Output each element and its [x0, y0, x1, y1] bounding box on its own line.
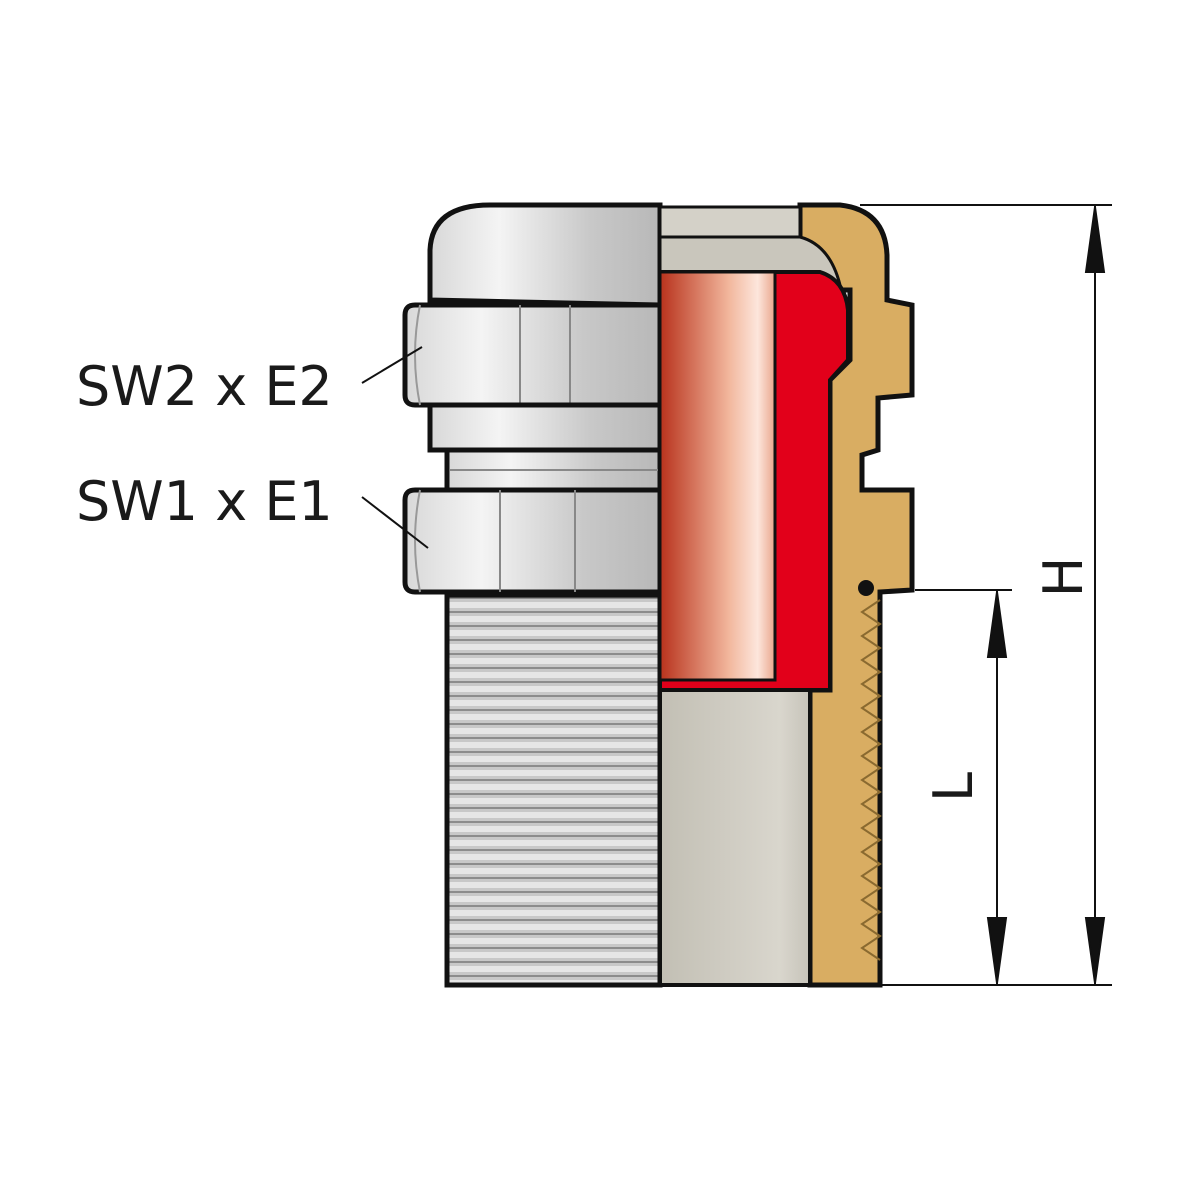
o-ring — [858, 580, 874, 596]
dimension-h-label: H — [1032, 557, 1095, 598]
thread-exterior — [444, 592, 663, 988]
inner-sleeve — [658, 688, 812, 987]
hex-nut-upper — [402, 302, 663, 408]
thread-profile — [860, 599, 882, 961]
leader-sw2 — [361, 346, 423, 384]
gray-ring-top — [658, 205, 802, 239]
gland-cross-section — [658, 202, 915, 988]
gland-exterior-left — [402, 202, 663, 988]
dome-cap — [427, 202, 663, 308]
collar — [427, 402, 663, 453]
leader-sw1 — [361, 496, 429, 549]
label-sw2-e2: SW2 x E2 — [76, 355, 333, 418]
hex-nut-lower — [402, 487, 663, 595]
dimension-l-label: L — [922, 772, 985, 802]
dimension-lines — [860, 204, 1112, 986]
label-sw1-e1: SW1 x E1 — [76, 470, 333, 533]
seal-insert-copper — [658, 270, 777, 682]
